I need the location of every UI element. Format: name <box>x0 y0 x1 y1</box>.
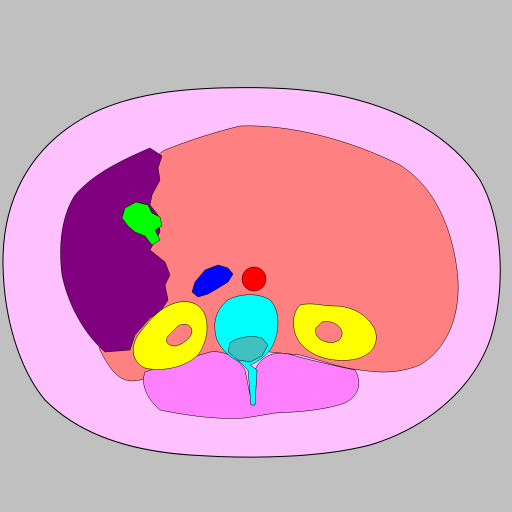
paraspinal-muscles <box>143 351 360 419</box>
kidney-right <box>133 301 208 370</box>
aorta <box>241 266 267 292</box>
inferior-vena-cava <box>191 264 234 298</box>
vertebral-canal <box>227 336 269 363</box>
kidney-left <box>293 303 377 361</box>
gallbladder <box>121 201 163 246</box>
liver <box>60 147 171 353</box>
